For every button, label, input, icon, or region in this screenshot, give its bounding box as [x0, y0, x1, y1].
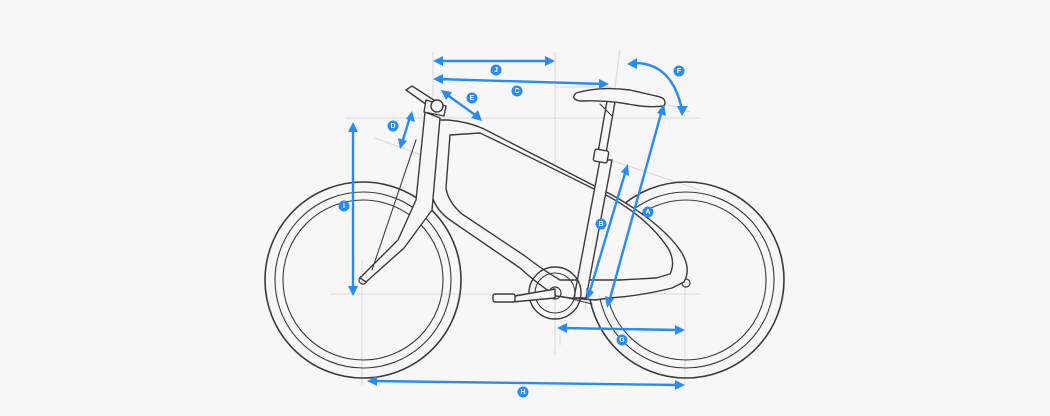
svg-text:A: A [645, 209, 650, 216]
label-a: A [642, 206, 654, 218]
svg-text:H: H [520, 389, 525, 396]
handlebar-stem [405, 85, 447, 117]
dim-arrow-h [370, 379, 681, 387]
dim-arrow-f [631, 61, 684, 112]
label-c: C [511, 85, 523, 97]
label-d: D [387, 120, 399, 132]
crankset [492, 266, 593, 320]
label-i: I [338, 200, 350, 212]
dimension-labels: J C E D F I B A G H [338, 64, 685, 398]
svg-text:F: F [677, 68, 682, 75]
seatpost-saddle [573, 87, 666, 164]
dim-arrow-c [436, 77, 606, 86]
dim-arrow-a [607, 108, 664, 304]
svg-text:C: C [514, 88, 519, 95]
dimension-arrows [348, 56, 688, 390]
dim-arrow-e [444, 92, 480, 119]
dim-arrow-g [560, 326, 681, 332]
label-g: G [616, 334, 628, 346]
svg-text:D: D [390, 123, 395, 130]
label-h: H [517, 386, 529, 398]
svg-text:G: G [619, 337, 625, 344]
label-e: E [466, 92, 478, 104]
svg-text:I: I [343, 203, 345, 210]
svg-text:E: E [470, 95, 475, 102]
dim-arrow-d [400, 115, 412, 145]
label-j: J [490, 64, 502, 76]
dim-arrow-b [587, 168, 628, 296]
svg-text:B: B [598, 221, 603, 228]
label-b: B [595, 218, 607, 230]
label-f: F [673, 65, 685, 77]
svg-text:J: J [494, 67, 498, 74]
